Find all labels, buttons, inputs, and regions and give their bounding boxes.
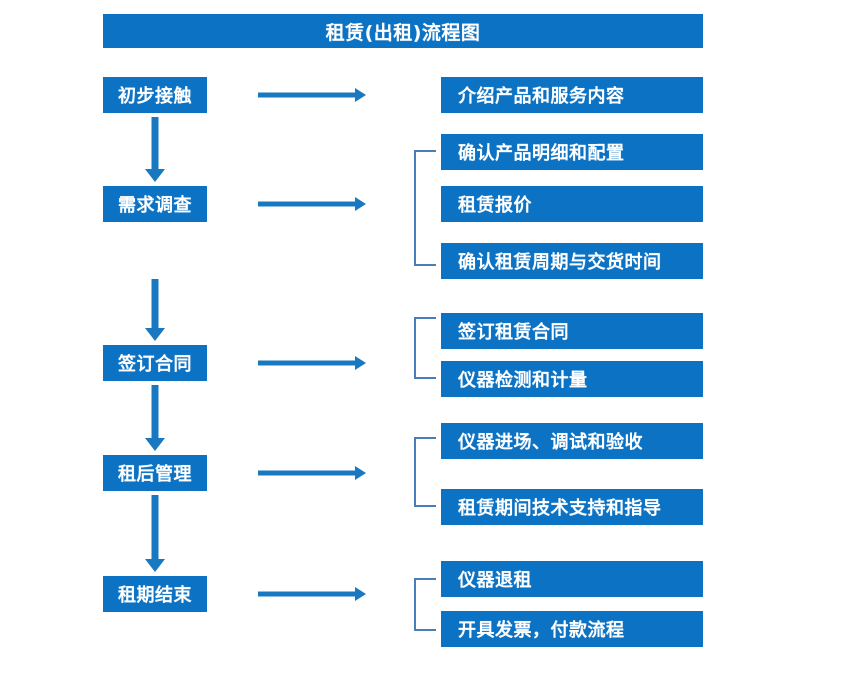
- stage-box-4[interactable]: 租后管理: [103, 455, 207, 491]
- detail-box-9[interactable]: 仪器退租: [441, 561, 703, 597]
- detail-box-8[interactable]: 租赁期间技术支持和指导: [441, 489, 703, 525]
- detail-box-7[interactable]: 仪器进场、调试和验收: [441, 423, 703, 459]
- stage-box-1[interactable]: 初步接触: [103, 77, 207, 113]
- vertical-arrow-4: [145, 495, 165, 572]
- bracket-group-5: [414, 578, 436, 631]
- stage-box-5[interactable]: 租期结束: [103, 576, 207, 612]
- vertical-arrow-1: [145, 117, 165, 182]
- detail-box-6[interactable]: 仪器检测和计量: [441, 361, 703, 397]
- chart-title-bar: 租赁(出租)流程图: [103, 14, 703, 48]
- horizontal-arrow-1: [258, 88, 366, 102]
- bracket-group-3: [414, 317, 436, 379]
- vertical-arrow-2: [145, 279, 165, 341]
- horizontal-arrow-4: [258, 466, 366, 480]
- vertical-arrow-3: [145, 385, 165, 451]
- stage-box-3[interactable]: 签订合同: [103, 345, 207, 381]
- bracket-group-4: [414, 437, 436, 507]
- stage-box-2[interactable]: 需求调查: [103, 186, 207, 222]
- horizontal-arrow-5: [258, 587, 366, 601]
- detail-box-3[interactable]: 租赁报价: [441, 186, 703, 222]
- detail-box-4[interactable]: 确认租赁周期与交货时间: [441, 243, 703, 279]
- detail-box-2[interactable]: 确认产品明细和配置: [441, 134, 703, 170]
- detail-box-5[interactable]: 签订租赁合同: [441, 313, 703, 349]
- detail-box-10[interactable]: 开具发票，付款流程: [441, 611, 703, 647]
- horizontal-arrow-3: [258, 356, 366, 370]
- detail-box-1[interactable]: 介绍产品和服务内容: [441, 77, 703, 113]
- bracket-group-2: [414, 150, 436, 266]
- horizontal-arrow-2: [258, 197, 366, 211]
